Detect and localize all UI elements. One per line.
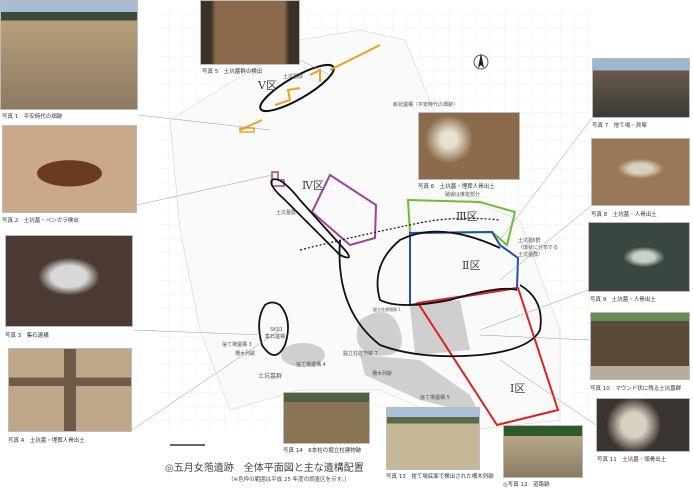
photo-7-caption: 写真 7 捨て場・貝塚 bbox=[592, 123, 647, 129]
label-sutebat4: 捨て場遺構 4 bbox=[296, 362, 326, 368]
sk01-outline bbox=[258, 301, 289, 356]
photo-12 bbox=[503, 425, 583, 478]
photo-10-caption: 写真 10 マウンド状に残る土坑墓群 bbox=[590, 386, 682, 392]
label-hottate7: 掘立柱建物跡 7 bbox=[343, 351, 378, 357]
photo-3 bbox=[5, 235, 133, 327]
photo-9-caption: 写真 9 土坑墓・人骨出土 bbox=[590, 297, 656, 303]
photo-14 bbox=[283, 392, 370, 444]
photo-13-caption: 写真 13 捨て場底面で検出された柵木列跡 bbox=[386, 474, 494, 480]
zone4-boundary bbox=[310, 173, 378, 247]
photo-13 bbox=[386, 407, 480, 470]
zone1-boundary bbox=[416, 286, 560, 427]
photo-4-caption: 写真 4 土坑墓・埋葬人骨出土 bbox=[8, 438, 85, 444]
photo-2 bbox=[2, 125, 137, 213]
photo-1-caption: 写真 1 平安時代の畑跡 bbox=[2, 114, 63, 120]
photo-11 bbox=[596, 398, 690, 452]
north-arrow-icon bbox=[473, 53, 489, 70]
label-sakugi1: 柵木列跡 bbox=[235, 351, 256, 357]
photo-8 bbox=[591, 138, 690, 206]
photo-10 bbox=[590, 312, 690, 380]
zone5-ellipse bbox=[259, 63, 335, 113]
label-dokobo2-sub1: （環状に分布する bbox=[518, 245, 559, 251]
label-sutebat3: 捨て場遺構 3 bbox=[222, 342, 252, 348]
label-hottate1: 掘立柱建物跡 1 bbox=[373, 307, 401, 312]
zone-3-label: Ⅲ区 bbox=[456, 210, 478, 223]
label-sakugi2: 柵木列跡 bbox=[372, 371, 393, 377]
photo-5-caption: 写真 5 土坑墓群の検出 bbox=[202, 69, 263, 75]
zone5-trenches bbox=[239, 44, 381, 131]
photo-7 bbox=[592, 58, 690, 118]
photo-14-caption: 写真 14 6本柱の掘立柱建物跡 bbox=[283, 448, 362, 454]
label-dokobo2: 土坑墓Ⅱ群 bbox=[518, 238, 541, 244]
photo-12-caption: ◎写真 12 道路跡 bbox=[503, 482, 550, 488]
label-dokobo-v: 土坑墓群 bbox=[283, 74, 304, 80]
label-dokobo2-sub2: 土坑墓群） bbox=[518, 252, 544, 258]
photo-11-caption: 写真 11 土坑墓・頭骨出土 bbox=[597, 457, 667, 463]
label-sutebat5: 捨て場遺構 5 bbox=[420, 395, 450, 401]
photo-6 bbox=[418, 112, 520, 180]
zone-5-label: Ⅴ区 bbox=[258, 79, 277, 92]
photo-3-caption: 写真 3 集石遺構 bbox=[5, 333, 49, 339]
zone-2-label: Ⅱ区 bbox=[462, 259, 481, 272]
label-dokobo-iv: 土坑墓群 bbox=[276, 210, 297, 216]
label-dokobo-sw: 土坑墓群 bbox=[258, 373, 283, 380]
photo-6-caption: 写真 6 土坑墓・埋葬人骨出土 bbox=[418, 184, 495, 190]
photo-9 bbox=[588, 222, 690, 292]
photo-4 bbox=[8, 348, 132, 432]
label-unejo: 畝状遺構（平安時代の畑跡） bbox=[393, 102, 459, 108]
leader-lines bbox=[131, 59, 597, 431]
photo-5 bbox=[200, 0, 300, 65]
photo-2-caption: 写真 2 土坑墓・ベンガラ検出 bbox=[2, 218, 79, 224]
label-sk01: SK01 bbox=[270, 327, 283, 333]
page-note: （※色枠の範囲は平成 25 年度の調査区を示す。） bbox=[228, 477, 350, 483]
zone-1-label: Ⅰ区 bbox=[510, 382, 526, 395]
photo-1 bbox=[0, 0, 138, 110]
photo-8-caption: 写真 8 土坑墓・人骨出土 bbox=[591, 212, 657, 218]
page-title: ◎五月女萢遺跡 全体平面図と主な遺構配置 bbox=[165, 463, 364, 474]
label-hasen: 破線は推定部分 bbox=[445, 192, 481, 198]
label-shuseki: 集石遺構 bbox=[265, 334, 286, 340]
zone-4-label: Ⅳ区 bbox=[302, 179, 324, 192]
